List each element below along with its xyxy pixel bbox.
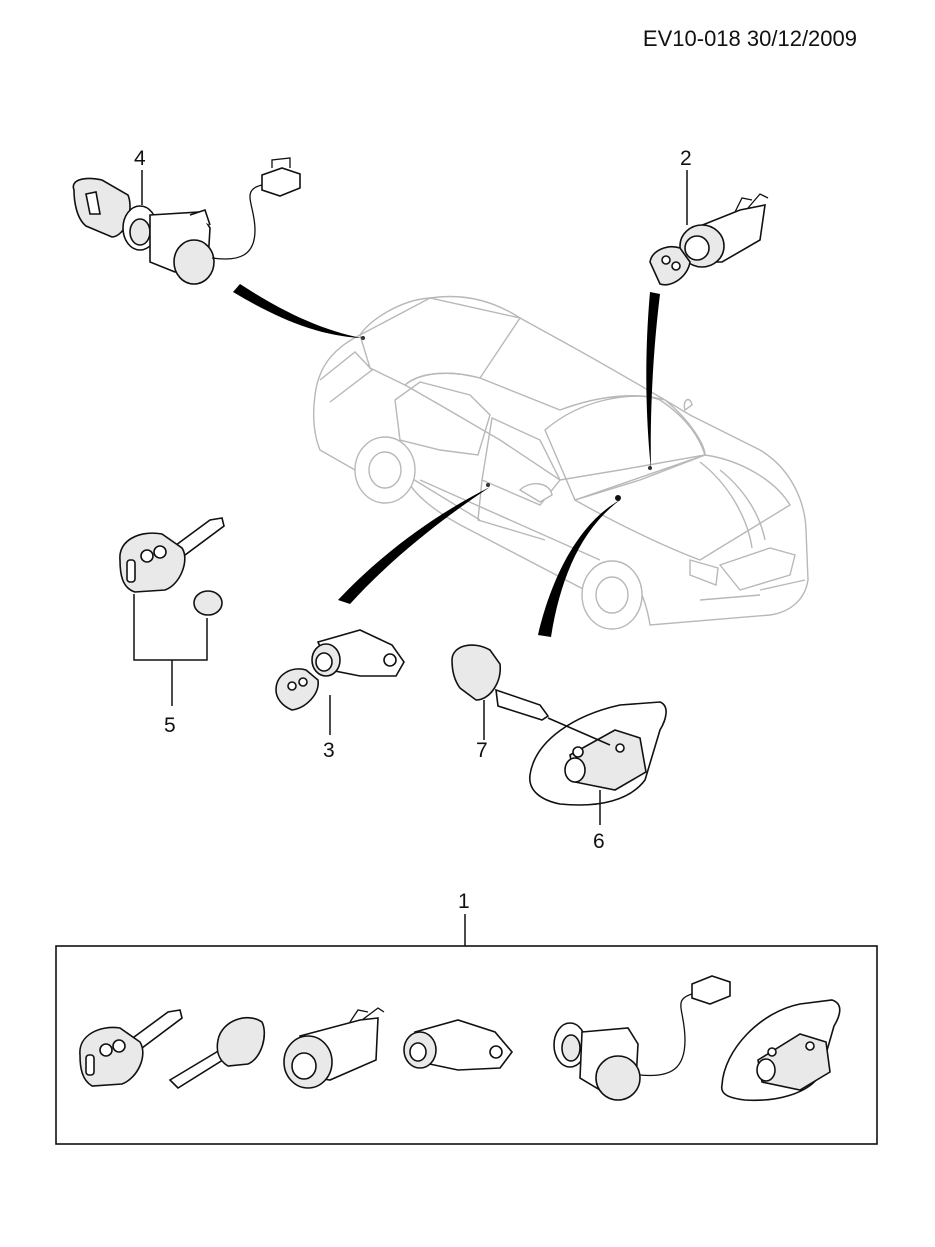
lock-cylinder-2 — [649, 193, 769, 286]
key-blank-7 — [451, 644, 550, 740]
callout-5: 5 — [164, 714, 176, 737]
remote-key-and-battery — [119, 517, 225, 706]
callout-3: 3 — [323, 739, 335, 762]
kit-door-cylinder — [403, 1019, 514, 1071]
callout-6: 6 — [593, 830, 605, 853]
callout-1: 1 — [458, 890, 470, 913]
trunk-lock-6 — [529, 701, 667, 825]
callout-4: 4 — [134, 147, 146, 170]
location-leaders — [233, 284, 660, 637]
kit-remote-key — [79, 1009, 183, 1087]
kit-plain-key — [168, 1016, 266, 1090]
ignition-lock-assembly — [72, 157, 301, 285]
kit-ignition-cylinder — [283, 1007, 385, 1089]
diagram-code-date: EV10-018 30/12/2009 — [642, 26, 857, 51]
callout-7: 7 — [476, 739, 488, 762]
kit-ignition-lock-connector — [553, 975, 731, 1101]
callout-2: 2 — [680, 147, 692, 170]
vehicle-outline — [312, 295, 809, 630]
kit-trunk-lock — [720, 999, 841, 1102]
lock-set-kit-box — [55, 945, 878, 1145]
door-lock-cylinder-3 — [275, 629, 405, 735]
